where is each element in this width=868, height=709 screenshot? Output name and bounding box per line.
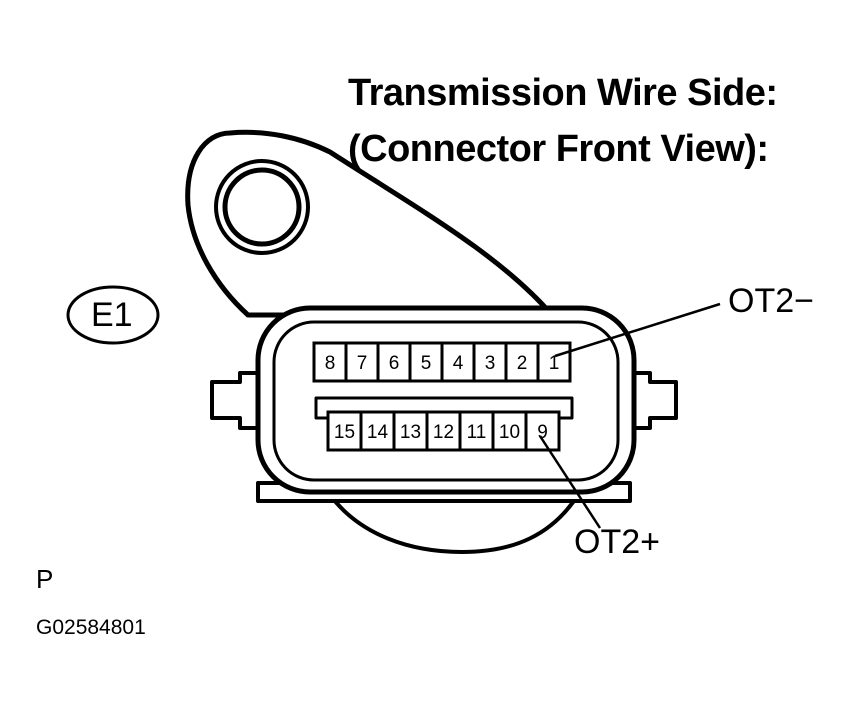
connector-body-outer [255,305,637,495]
connector-base-round [328,493,580,554]
pin-cell [344,341,380,383]
pin-cell [491,410,528,452]
pin-number: 4 [453,353,464,374]
corner-mark: P [36,564,54,594]
pin-number: 12 [433,422,454,443]
diagram-title-line1: Transmission Wire Side: [348,72,778,114]
pin-cell [392,410,429,452]
figure-code: G02584801 [36,616,146,639]
ot2-plus-label: OT2+ [574,523,660,561]
pin-number: 2 [517,353,528,374]
pin-number: 6 [389,353,400,374]
pin-number: 13 [400,422,421,443]
right-ear [626,371,678,430]
pin-number: 9 [537,422,548,443]
pin-cell [536,341,572,383]
mounting-hole-outer [214,159,310,255]
pin-number: 5 [421,353,432,374]
pin-number: 3 [485,353,496,374]
bottom-pin-row: 15 14 13 12 11 10 9 [326,410,561,452]
pin-number: 11 [467,422,487,443]
left-ear [210,371,266,430]
connector-id-ellipse [66,285,160,345]
diagram-title-line2: (Connector Front View): [348,128,769,170]
mounting-hole-inner [222,167,302,247]
mounting-bracket [185,129,555,318]
connector-id-label: E1 [91,296,133,334]
pin-cell [425,410,462,452]
pin-number: 14 [367,422,389,443]
pin-cell [472,341,508,383]
pin-cell [408,341,444,383]
pin-cell [312,341,348,383]
pin-cell [376,341,412,383]
pin-number: 10 [499,422,520,443]
pin-cell [524,410,561,452]
ot2-plus-leader [538,435,602,529]
pin-number: 1 [549,353,560,374]
ot2-minus-leader [554,302,721,358]
pin-number: 7 [357,353,368,374]
pin-number: 15 [334,422,355,443]
pin-number: 8 [325,353,336,374]
pin-cell [504,341,540,383]
connector-body-inner [272,320,620,482]
ot2-minus-label: OT2− [728,282,814,320]
